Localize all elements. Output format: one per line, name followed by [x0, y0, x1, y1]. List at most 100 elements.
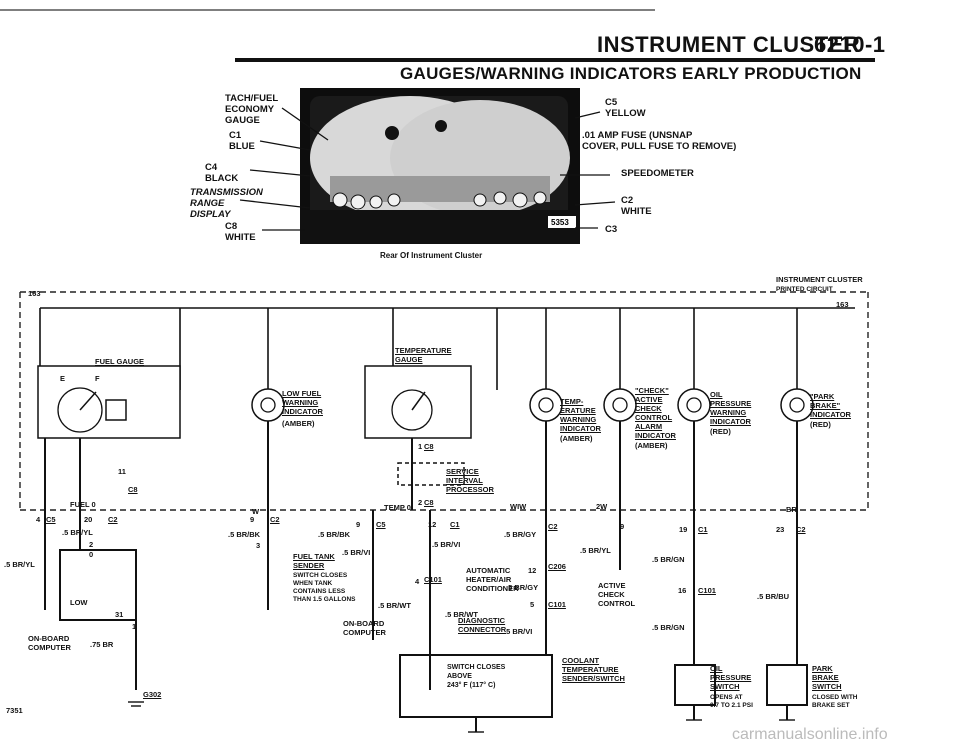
- top-rule: [0, 0, 960, 11]
- callout-c3: C3: [605, 224, 618, 235]
- pin-number: 4: [36, 515, 41, 524]
- callout-c8: C8 WHITE: [225, 221, 256, 243]
- connector-c101: C101: [698, 586, 716, 595]
- tag-2w: 2W: [596, 502, 608, 511]
- low-fuel-label: LOW FUEL WARNING INDICATOR: [282, 389, 323, 416]
- active-check-control-label: ACTIVE CHECK CONTROL: [598, 581, 636, 608]
- wire-label: .5 BR/YL: [62, 528, 93, 537]
- coolant-sender-label: COOLANT TEMPERATURE SENDER/SWITCH: [562, 656, 625, 683]
- pin-number: 19: [679, 525, 688, 534]
- pin-number: 2: [418, 498, 423, 507]
- fuel-tank-sender-label: FUEL TANK SENDER: [293, 552, 335, 570]
- auto-hvac-label: AUTOMATIC HEATER/AIR CONDITIONER: [466, 566, 519, 593]
- pin-number: 5: [530, 600, 535, 609]
- temp-gauge-label: TEMPERATURE GAUGE: [395, 346, 452, 364]
- wire-label: .5 BR/GN: [652, 623, 685, 632]
- connector-c5: C5: [376, 520, 386, 529]
- oil-pressure-color: (RED): [710, 427, 731, 436]
- circuit-diagram: [19, 291, 869, 733]
- wire-label: .5 BR/GN: [652, 555, 685, 564]
- park-brake-color: (RED): [810, 420, 831, 429]
- wire-label: .5 BR/VI: [342, 548, 371, 557]
- pin-number: 4: [415, 577, 420, 586]
- circuit-subtitle: PRINTED CIRCUIT: [776, 286, 833, 293]
- onboard-computer-mid: ON-BOARD COMPUTER: [343, 619, 386, 637]
- oil-pressure-warning-label: OIL PRESSURE WARNING INDICATOR: [710, 390, 752, 426]
- header-rule: [235, 58, 875, 62]
- temp-warning-label: TEMP- ERATURE WARNING INDICATOR: [560, 397, 601, 433]
- bus-label-left: 163: [28, 289, 41, 298]
- callout-fuse: .01 AMP FUSE (UNSNAP COVER, PULL FUSE TO…: [582, 130, 737, 152]
- callout-c4: C4 BLACK: [205, 162, 239, 184]
- section-code: 6210-1: [814, 32, 886, 57]
- tag-low: LOW: [70, 598, 88, 607]
- callout-leader-lines: [239, 107, 616, 231]
- pin-number: 9: [620, 522, 625, 531]
- connector-c1: C1: [450, 520, 460, 529]
- low-fuel-color: (AMBER): [282, 419, 315, 428]
- service-interval-label: SERVICE INTERVAL PROCESSOR: [446, 467, 494, 494]
- pin-number: 20: [84, 515, 93, 524]
- connector-c5: C5: [46, 515, 56, 524]
- connector-c8: C8: [128, 485, 138, 494]
- connector-c2: C2: [108, 515, 118, 524]
- fuel-gauge-label: FUEL GAUGE: [95, 357, 145, 366]
- tag-w: W: [252, 507, 260, 516]
- pin-number: 1: [132, 622, 137, 631]
- wire-label: .5 BR/VI: [504, 627, 533, 636]
- tag-e: E: [60, 374, 66, 383]
- park-brake-switch-label: PARK BRAKE SWITCH: [812, 664, 842, 691]
- wire-label: .5 BR/YL: [4, 560, 35, 569]
- park-switch-note: CLOSED WITH BRAKE SET: [812, 694, 858, 709]
- oil-pressure-switch-label: OIL PRESSURE SWITCH: [710, 664, 752, 691]
- callout-transmission-display: TRANSMISSION RANGE DISPLAY: [190, 187, 263, 220]
- connector-c2: C2: [796, 525, 806, 534]
- connector-c101: C101: [548, 600, 566, 609]
- pin-number: 0: [89, 550, 94, 559]
- wire-label: .75 BR: [90, 640, 114, 649]
- wire-label: .5 BR/BK: [318, 530, 351, 539]
- wire-label: .5 BR/YL: [580, 546, 611, 555]
- callout-c2: C2 WHITE: [621, 195, 652, 217]
- pin-number: 2: [89, 540, 94, 549]
- pin-number: 11: [118, 467, 126, 476]
- diagram-subtitle: GAUGES/WARNING INDICATORS EARLY PRODUCTI…: [400, 64, 862, 83]
- check-control-color: (AMBER): [635, 441, 668, 450]
- pin-number: 23: [776, 525, 785, 534]
- callout-speedometer: SPEEDOMETER: [621, 168, 694, 179]
- pin-number: 9: [250, 515, 255, 524]
- photo-number: 5353: [551, 218, 569, 227]
- switch-closes-note: SWITCH CLOSES ABOVE 243° F (117° C): [447, 664, 506, 689]
- wire-label: .5 BR/BK: [228, 530, 261, 539]
- diagnostic-connector-label: DIAGNOSTIC CONNECTOR: [458, 616, 507, 634]
- connector-c1: C1: [698, 525, 708, 534]
- fuel-tank-note: SWITCH CLOSES WHEN TANK CONTAINS LESS TH…: [293, 572, 356, 603]
- wire-label: .5 BR/GY: [506, 583, 539, 592]
- tag-f: F: [95, 374, 100, 383]
- park-brake-label: "PARK BRAKE" INDICATOR: [810, 392, 851, 419]
- callout-c5: C5 YELLOW: [605, 97, 646, 119]
- onboard-computer-left: ON-BOARD COMPUTER: [28, 634, 71, 652]
- oil-switch-note: OPENS AT 0.7 TO 2.1 PSI: [710, 694, 753, 709]
- pin-number: 3: [256, 541, 261, 550]
- wire-label: .5 BR/VI: [432, 540, 461, 549]
- callout-tach-fuel-economy: TACH/FUEL ECONOMY GAUGE: [225, 93, 279, 126]
- wire-label: .5 BR/BU: [757, 592, 790, 601]
- check-control-label: "CHECK" ACTIVE CHECK CONTROL ALARM INDIC…: [635, 386, 676, 440]
- connector-c8: C8: [424, 442, 434, 451]
- pin-number: 31: [115, 610, 124, 619]
- bus-label-right: 163: [836, 300, 849, 309]
- pin-number: 1: [418, 442, 423, 451]
- wire-label: .5 BR/WT: [378, 601, 411, 610]
- cluster-photo: 5353: [300, 88, 580, 244]
- connector-c206: C206: [548, 562, 566, 571]
- pin-number: 12: [428, 520, 437, 529]
- connector-c2: C2: [270, 515, 280, 524]
- connector-c2: C2: [548, 522, 558, 531]
- temp-warning-color: (AMBER): [560, 434, 593, 443]
- section-title: INSTRUMENT CLUSTER: [597, 32, 861, 57]
- pin-number: 9: [356, 520, 361, 529]
- photo-caption: Rear Of Instrument Cluster: [380, 251, 483, 260]
- callout-c1: C1 BLUE: [229, 130, 255, 152]
- tag-wiw: WIW: [510, 502, 527, 511]
